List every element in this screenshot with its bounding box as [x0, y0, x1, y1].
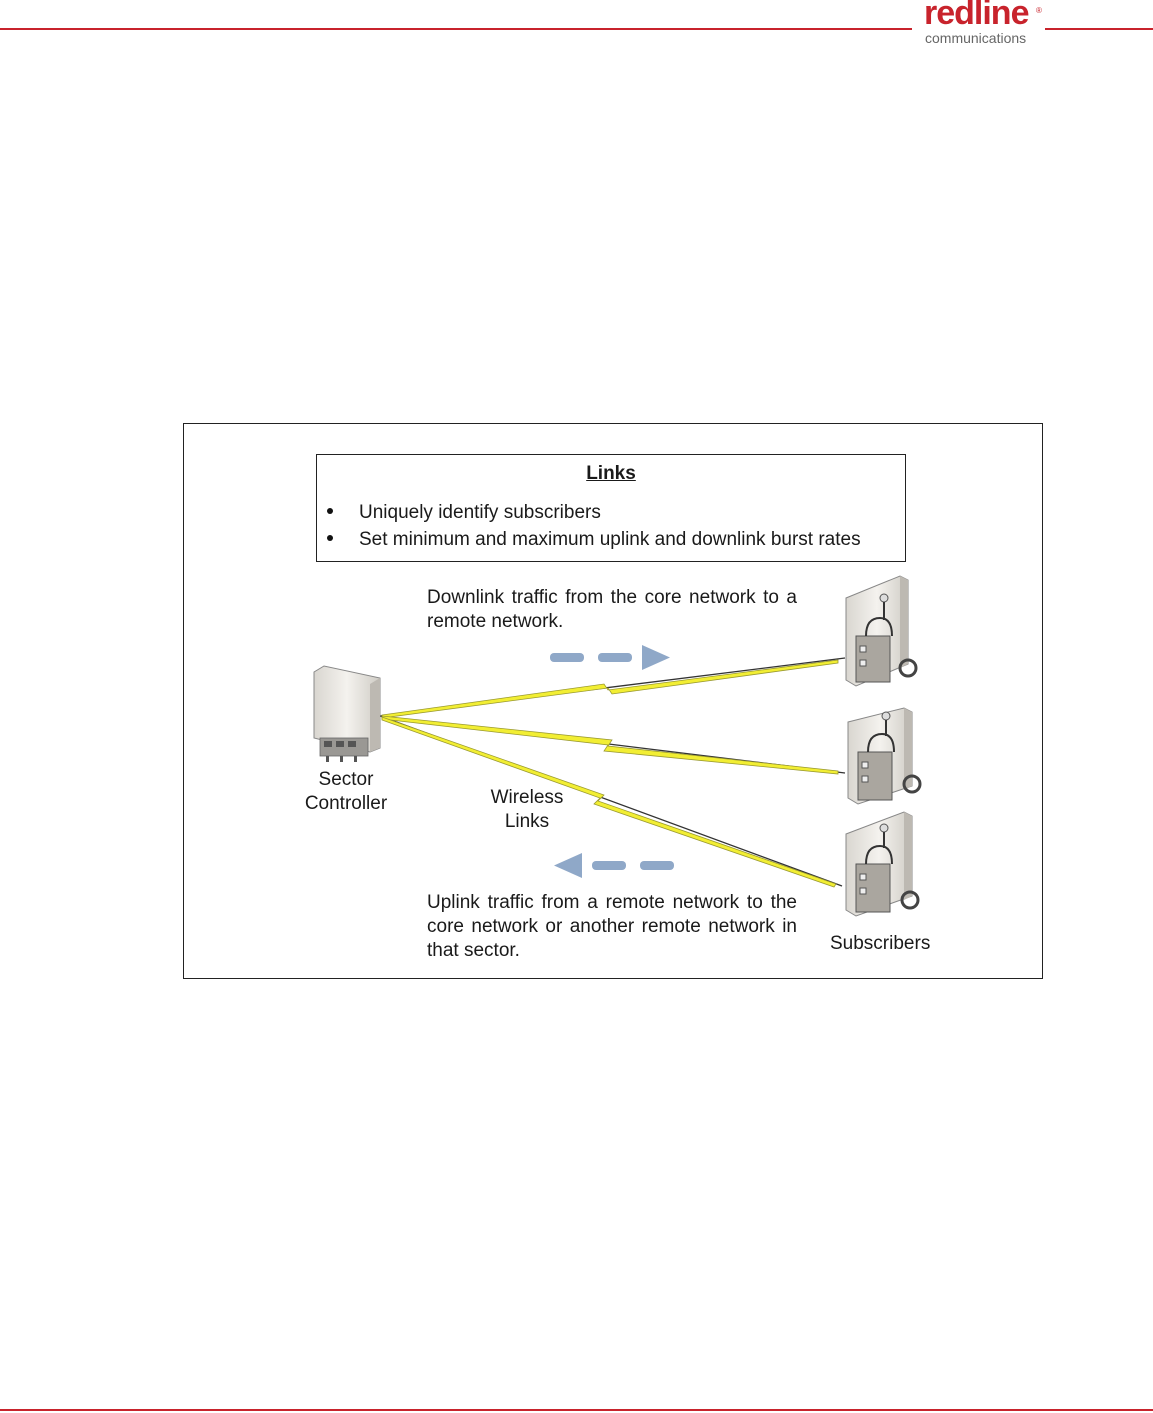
- wireless-links-label-line1: Wireless: [490, 787, 564, 808]
- logo-tagline: communications: [925, 30, 1027, 46]
- redline-logo: redline ® communications: [920, 0, 1045, 48]
- lightning-bolts: [381, 659, 839, 888]
- subscriber-device-2: [847, 707, 922, 805]
- footer-rule: [0, 1409, 1153, 1411]
- downlink-description: Downlink traffic from the core network t…: [427, 587, 797, 632]
- uplink-description: Uplink traffic from a remote network to …: [427, 892, 797, 961]
- sector-controller-label: Sector Controller: [296, 768, 396, 816]
- links-info-box: Links Uniquely identify subscribers Set …: [316, 454, 906, 562]
- links-bullet-2: Set minimum and maximum uplink and downl…: [327, 529, 861, 551]
- header-rule-right: [1045, 28, 1153, 30]
- bullet-dot: [327, 507, 333, 514]
- header-rule-left: [0, 28, 912, 30]
- downlink-arrow: [550, 645, 670, 670]
- links-bullet-text-2: Set minimum and maximum uplink and downl…: [359, 529, 861, 550]
- logo-brand-text: redline: [924, 0, 1029, 32]
- subscribers-label: Subscribers: [830, 933, 931, 954]
- subscriber-device-1: [845, 575, 918, 687]
- logo-registered-mark: ®: [1036, 6, 1042, 15]
- links-bullet-text-1: Uniquely identify subscribers: [359, 502, 601, 523]
- sector-controller-device: [313, 665, 381, 762]
- subscriber-device-3: [845, 811, 920, 917]
- sector-controller-label-line2: Controller: [304, 793, 388, 814]
- wireless-links-label: Wireless Links: [478, 786, 576, 834]
- wireless-links-label-line2: Links: [504, 811, 550, 832]
- uplink-arrow: [554, 853, 674, 878]
- sector-controller-label-line1: Sector: [318, 769, 374, 790]
- links-box-title: Links: [586, 463, 636, 484]
- figure-frame: [183, 423, 1043, 979]
- bullet-dot: [327, 534, 333, 541]
- links-bullet-1: Uniquely identify subscribers: [327, 502, 601, 524]
